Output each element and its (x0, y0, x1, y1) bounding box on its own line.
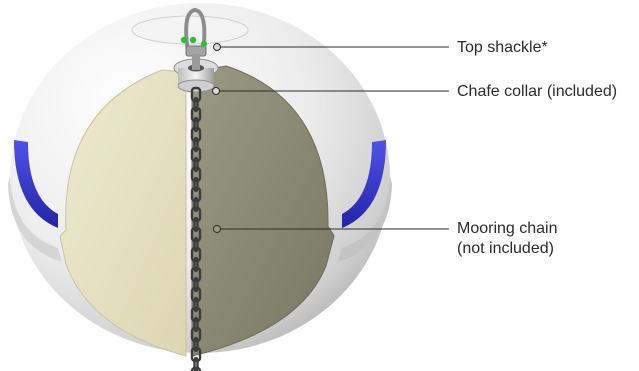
callout-mooring-chain: Mooring chain (not included) (457, 219, 558, 259)
callout-chafe-collar-text: Chafe collar (included) (457, 83, 617, 100)
callout-chafe-collar: Chafe collar (included) (457, 82, 617, 102)
callout-mooring-chain-line-1: Mooring chain (457, 219, 558, 239)
leader-dot-top-shackle (214, 44, 221, 51)
shackle-pin-right-icon (201, 41, 207, 47)
callout-top-shackle: Top shackle* (457, 38, 548, 58)
callout-mooring-chain-line-2: (not included) (457, 239, 558, 259)
shackle-pin-mid-icon (190, 37, 196, 43)
callout-top-shackle-text: Top shackle* (457, 39, 548, 56)
leader-dot-mooring-chain (214, 226, 221, 233)
shackle-pin-left-icon (181, 37, 187, 43)
leader-dot-chafe-collar (213, 88, 220, 95)
